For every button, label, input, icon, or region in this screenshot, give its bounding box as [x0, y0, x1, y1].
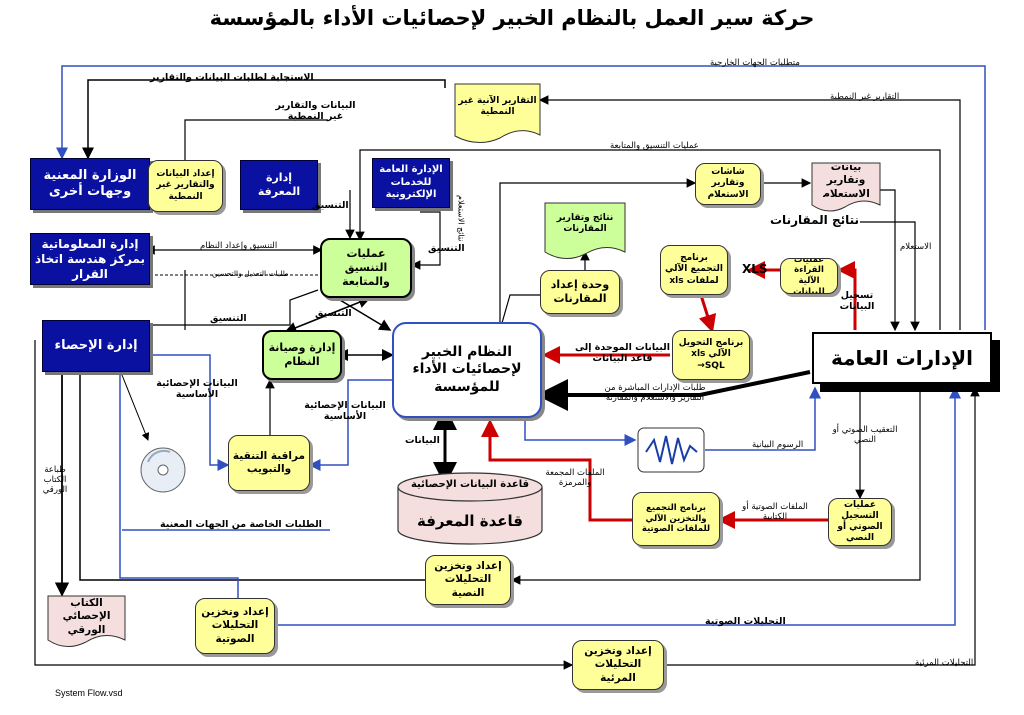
auto-read-node[interactable]: عمليات القراءة الآلية للبيانات [780, 258, 838, 294]
coordination-operations-node[interactable]: عمليات التنسيق والمتابعة [320, 238, 412, 298]
connector [308, 379, 392, 471]
general-departments-node[interactable]: الإدارات العامة [812, 332, 992, 384]
connector [510, 385, 921, 585]
record-data-label: تسجيل البيانات [839, 290, 875, 313]
audio-analyses-label: التحليلات الصوتية [705, 616, 786, 627]
connector [665, 386, 980, 666]
coordination-label: التنسيق [312, 200, 349, 211]
prepare-data-reports-node[interactable]: إعداد البيانات والتقارير غير النمطية [148, 160, 223, 212]
document-shape [544, 202, 626, 259]
coordination-label: التنسيق [428, 243, 465, 254]
connector [880, 189, 900, 332]
data-reports-nonstandard-label: البيانات والتقارير غير النمطية [275, 100, 356, 123]
database-top [397, 472, 543, 502]
audio-program-node[interactable]: برنامج التجميع والتخزين الآلي للملفات ال… [632, 492, 720, 546]
connector [499, 178, 697, 330]
connector [56, 65, 986, 330]
direct-requests-label: طلبات الإدارات المباشرة من التقارير والا… [604, 383, 706, 404]
system-maintenance-node[interactable]: إدارة وصيانة النظام [262, 330, 342, 380]
connector [837, 261, 857, 330]
connector [499, 294, 540, 331]
coordination-label: التنسيق [315, 308, 352, 319]
ministry-node[interactable]: الوزارة المعنية وجهات أخرى [30, 158, 150, 210]
nonstandard-reports-label: التقارير غير النمطية [830, 92, 900, 102]
query-label: الاستعلام [900, 242, 932, 252]
connector [860, 221, 920, 332]
recording-operations-node[interactable]: عمليات التسجيل الصوتي أو النصي [828, 498, 892, 546]
unified-data-label: البيانات الموحدة إلى قاعد البيانات [575, 342, 670, 365]
modify-improve-label: طلبات التعديل والتحسين [212, 269, 289, 278]
charts-label: الرسوم البيانية [752, 440, 804, 450]
database-shape [397, 487, 543, 545]
convert-program-node[interactable]: برنامج التحويل الآلي xls →SQL [672, 330, 750, 380]
comparison-results-label: نتائج المقارنات [770, 213, 860, 227]
egov-department-node[interactable]: الإدارة العامة للخدمات الإلكترونية [372, 158, 450, 208]
footer-filename: System Flow.vsd [55, 688, 123, 698]
coordination-system-prep-label: التنسيق وإعداد النظام [200, 241, 278, 251]
coordination-followup-label: عمليات التنسيق والمتابعة [610, 141, 699, 151]
voice-comment-label: التعقيب الصوتي أو النصي [832, 425, 898, 446]
connector [114, 360, 239, 598]
connector [150, 354, 230, 471]
print-paper-label: طباعة الكتاب الورقي [42, 465, 68, 496]
coordination-label: التنسيق [210, 313, 247, 324]
connector [150, 289, 319, 326]
connector [410, 211, 441, 270]
comparison-unit-node[interactable]: وحدة إعداد المقارنات [540, 270, 620, 314]
external-requirements-label: متطلبات الجهات الخارجية [710, 58, 800, 68]
connector [119, 369, 150, 441]
query-data-node[interactable]: بيانات وتقارير الاستعلام [822, 165, 870, 197]
basic-stats-label: البيانات الإحصائية الأساسية [304, 400, 386, 423]
paper-book-node[interactable]: الكتاب الإحصائي الورقي [62, 598, 111, 636]
statistics-department-node[interactable]: إدارة الإحصاء [42, 320, 150, 372]
connector [524, 412, 637, 446]
connector [79, 375, 442, 586]
xls-program-node[interactable]: برنامج التجميع الآلي لملفات xls [660, 245, 728, 295]
audio-analysis-node[interactable]: إعداد وتخزين التحليلات الصوتية [195, 598, 275, 654]
visual-analyses-label: التحليلات المرئية [915, 658, 974, 668]
document-shape [454, 83, 541, 143]
connector [536, 370, 811, 411]
connector [34, 340, 574, 670]
comparison-results-document[interactable]: نتائج وتقارير المقارنات [556, 212, 614, 234]
it-department-node[interactable]: إدارة المعلوماتية بمركز هندسة اتخاذ القر… [30, 233, 150, 285]
connector [275, 386, 961, 626]
query-results-label: نتائج الاستعلام [456, 195, 466, 242]
connector [355, 149, 941, 330]
merged-files-label: الملفات المجمعة والمرمزة [545, 468, 605, 489]
query-screens-node[interactable]: شاشات وتقارير الاستعلام [695, 163, 761, 205]
document-shape [811, 162, 881, 212]
expert-system-node[interactable]: النظام الخبير لإحصائيات الأداء للمؤسسة [392, 322, 542, 418]
connector [481, 419, 632, 522]
response-requests-label: الاستجابة لطلبات البيانات والتقارير [150, 72, 314, 83]
data-label: البيانات [405, 435, 440, 446]
special-requests-label: الطلبات الخاصة من الجهات المعنية [160, 519, 322, 530]
monitor-classify-node[interactable]: مراقبة التنقية والتبويب [228, 435, 310, 491]
connector [705, 386, 821, 451]
basic-stats-label: البيانات الإحصائية الأساسية [156, 378, 238, 401]
connector [538, 95, 961, 330]
statistical-database-label: قاعدة البيانات الإحصائية [410, 479, 530, 490]
connector [284, 296, 371, 334]
diagram-title: حركة سير العمل بالنظام الخبير لإحصائيات … [209, 6, 815, 30]
connector [698, 291, 717, 333]
connector [82, 79, 446, 160]
text-analysis-node[interactable]: إعداد وتخزين التحليلات النصية [425, 555, 511, 605]
connector [184, 119, 328, 160]
connector [339, 299, 392, 331]
knowledge-department-node[interactable]: إدارة المعرفة [240, 160, 318, 210]
knowledge-base-node[interactable]: قاعدة المعرفة [417, 511, 523, 530]
xls-label: XLS [742, 262, 768, 276]
document-shape [47, 595, 126, 647]
instant-reports-node[interactable]: التقارير الآنية غير النمطية [458, 95, 537, 117]
visual-analysis-node[interactable]: إعداد وتخزين التحليلات المرئية [572, 640, 664, 690]
audio-text-files-label: الملفات الصوتية أو الكتابية [742, 502, 808, 523]
